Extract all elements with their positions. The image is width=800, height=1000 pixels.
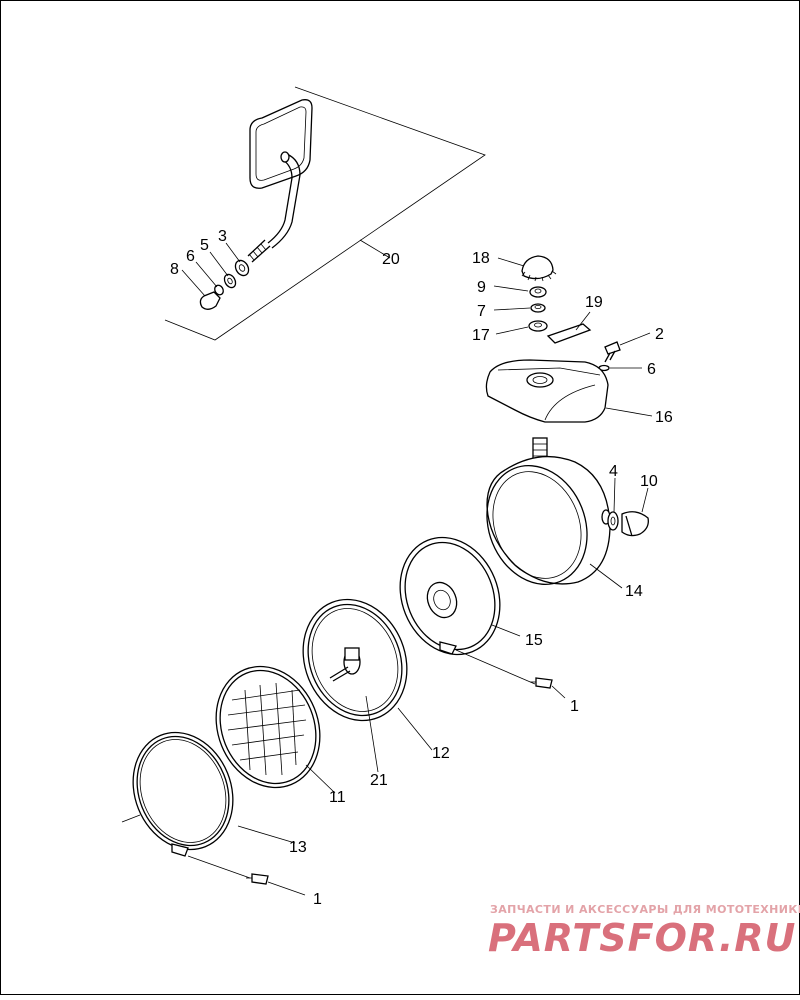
label-part-12: 12 bbox=[432, 745, 450, 762]
mount-bracket-16 bbox=[485, 359, 609, 423]
grommet-4 bbox=[607, 511, 619, 531]
label-part-18: 18 bbox=[472, 250, 490, 267]
acorn-nut-8 bbox=[199, 291, 221, 310]
clamp-10 bbox=[621, 511, 649, 537]
label-part-10: 10 bbox=[640, 473, 658, 490]
lock-washer-6 bbox=[214, 284, 224, 296]
label-part-15: 15 bbox=[525, 632, 543, 649]
headlamp-shell-14 bbox=[486, 456, 611, 585]
label-part-6-mirror: 6 bbox=[186, 248, 195, 265]
label-part-1-upper: 1 bbox=[570, 698, 579, 715]
mounting-ring-15 bbox=[399, 536, 501, 656]
mirror-stem-outer bbox=[271, 153, 301, 249]
lens-11 bbox=[215, 665, 321, 789]
label-part-2: 2 bbox=[655, 326, 664, 343]
washer-3 bbox=[234, 259, 250, 277]
reflector-ring-12 bbox=[302, 598, 408, 722]
mirror-stem-inner bbox=[267, 159, 293, 244]
label-part-20: 20 bbox=[382, 251, 400, 268]
watermark: ЗАПЧАСТИ И АКСЕССУАРЫ ДЛЯ МОТОТЕХНИКИ PA… bbox=[488, 903, 800, 960]
lock-washer-7 bbox=[530, 303, 546, 313]
label-part-7: 7 bbox=[477, 303, 486, 320]
watermark-tagline: ЗАПЧАСТИ И АКСЕССУАРЫ ДЛЯ МОТОТЕХНИКИ bbox=[490, 903, 800, 916]
label-part-8: 8 bbox=[170, 261, 179, 278]
watermark-brand: PARTSFOR.RU bbox=[488, 916, 796, 960]
part-number-labels: 1 1 2 3 4 5 6 6 7 8 9 10 11 12 13 14 15 … bbox=[170, 228, 673, 908]
screw-1-upper bbox=[530, 677, 553, 689]
label-part-1-lower: 1 bbox=[313, 891, 322, 908]
mirror-assembly bbox=[164, 86, 486, 341]
label-part-19: 19 bbox=[585, 294, 603, 311]
mount-bracket-hole bbox=[526, 372, 554, 388]
mirror-head bbox=[249, 99, 313, 189]
ring-clip bbox=[439, 641, 457, 655]
label-part-6-mount: 6 bbox=[647, 361, 656, 378]
screw-1-lower bbox=[246, 873, 269, 885]
label-part-17: 17 bbox=[472, 327, 490, 344]
label-part-4: 4 bbox=[609, 463, 618, 480]
label-part-16: 16 bbox=[655, 409, 673, 426]
bulb-21 bbox=[329, 647, 361, 682]
lens-pattern bbox=[227, 682, 307, 776]
label-part-14: 14 bbox=[625, 583, 643, 600]
label-part-3: 3 bbox=[218, 228, 227, 245]
leader-lines bbox=[121, 239, 653, 896]
washer-17 bbox=[528, 320, 548, 332]
screw-2-head bbox=[604, 341, 621, 355]
label-part-21: 21 bbox=[370, 772, 388, 789]
label-part-5: 5 bbox=[200, 237, 209, 254]
mirror-stem-joint bbox=[280, 151, 290, 163]
label-part-9: 9 bbox=[477, 279, 486, 296]
trim-ring-13 bbox=[132, 731, 234, 857]
nut-9 bbox=[529, 286, 547, 298]
ring-center-boss bbox=[426, 581, 458, 619]
trim-ring-clip bbox=[171, 843, 189, 857]
gasket-19 bbox=[546, 323, 592, 344]
label-part-13: 13 bbox=[289, 839, 307, 856]
mirror-thread bbox=[247, 239, 271, 263]
washer-5 bbox=[223, 273, 237, 289]
mirror-kit-bracket-outline bbox=[164, 86, 486, 341]
mirror-glass bbox=[255, 106, 307, 181]
headlamp-mount-assembly bbox=[485, 255, 621, 465]
label-part-11: 11 bbox=[329, 789, 346, 806]
